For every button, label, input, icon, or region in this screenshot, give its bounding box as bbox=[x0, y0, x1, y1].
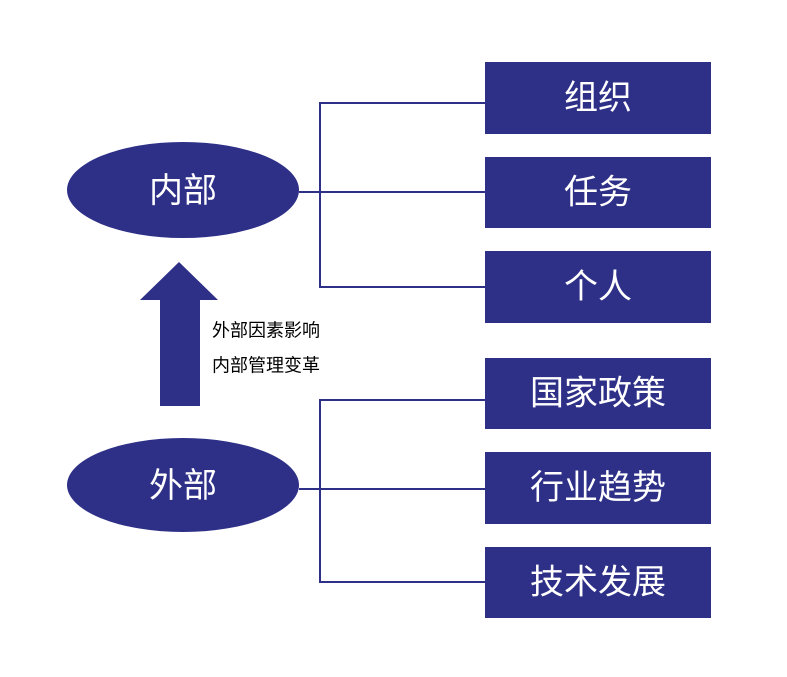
internal-item-label: 任务 bbox=[564, 173, 632, 213]
external-item-rect bbox=[485, 452, 711, 524]
external-connectors bbox=[299, 399, 485, 583]
internal-item-box-organization: 组织 bbox=[485, 62, 711, 134]
internal-item-box-individual: 个人 bbox=[485, 251, 711, 323]
external-item-box-national-policy: 国家政策 bbox=[485, 358, 711, 429]
external-label: 外部 bbox=[149, 466, 217, 506]
internal-item-box-task: 任务 bbox=[485, 157, 711, 228]
arrow-label-line-2: 内部管理变革 bbox=[212, 356, 320, 377]
internal-ellipse bbox=[67, 142, 299, 238]
arrow-label-line-1: 外部因素影响 bbox=[212, 321, 320, 342]
internal-node: 内部 bbox=[67, 142, 299, 238]
internal-item-rect bbox=[485, 62, 711, 134]
internal-connectors bbox=[299, 102, 485, 288]
internal-item-label: 组织 bbox=[564, 78, 632, 118]
upward-arrow bbox=[140, 262, 218, 406]
internal-item-label: 个人 bbox=[564, 267, 632, 307]
external-item-box-technology-development: 技术发展 bbox=[485, 547, 711, 618]
external-item-rect bbox=[485, 358, 711, 429]
external-node: 外部 bbox=[67, 438, 299, 532]
external-item-label: 技术发展 bbox=[530, 563, 666, 603]
internal-item-rect bbox=[485, 251, 711, 323]
external-item-label: 国家政策 bbox=[530, 374, 666, 414]
internal-label: 内部 bbox=[149, 171, 217, 211]
internal-item-rect bbox=[485, 157, 711, 228]
external-item-label: 行业趋势 bbox=[530, 468, 666, 508]
external-item-box-industry-trend: 行业趋势 bbox=[485, 452, 711, 524]
external-item-rect bbox=[485, 547, 711, 618]
external-ellipse bbox=[67, 438, 299, 532]
